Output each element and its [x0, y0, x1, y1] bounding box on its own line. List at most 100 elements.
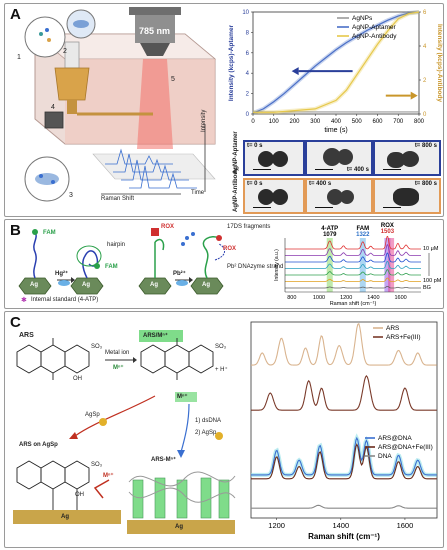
- x-tick-label: 200: [289, 119, 300, 125]
- device-number-3: 3: [69, 192, 73, 199]
- fragments-label: 17DS fragments: [227, 224, 271, 230]
- nanoparticle: [327, 189, 343, 205]
- legend-entry-0: AgNPs: [352, 15, 373, 22]
- legend-bottom-entry-2: DNA: [378, 453, 392, 460]
- nanoparticle: [401, 151, 419, 167]
- spectrum-raman-label: Raman Shift: [101, 196, 135, 202]
- oh-bottom: OH: [75, 492, 84, 498]
- mn-label: Mⁿ⁺: [113, 365, 124, 371]
- rox-label-2: ROX: [223, 246, 237, 252]
- spectrum-line-2: [285, 252, 421, 263]
- highlight-band-1: [359, 238, 366, 292]
- spectrum-line-5: [285, 277, 421, 282]
- ars-m-label: ARS/Mⁿ⁺: [143, 333, 168, 339]
- annotation-rox: ROX: [381, 223, 394, 229]
- tem-grid: AgNP-Aptamer AgNP-Antibody t= 0 s t= 400…: [231, 131, 441, 214]
- fam-label-2: FAM: [105, 264, 118, 270]
- nanoparticle: [272, 151, 288, 167]
- panel-b-schematic: ✱: [18, 228, 225, 304]
- x-tick-label: 1200: [268, 521, 285, 530]
- y2-axis-label: Intensity (kcps)-Antibody: [436, 24, 443, 102]
- fam-label-1: FAM: [43, 230, 56, 236]
- range-label-bottom: 100 pM: [423, 278, 441, 284]
- pb-ion-label: Pb²⁺: [173, 271, 186, 277]
- device-number-5: 5: [171, 76, 175, 83]
- annotation-1322: 1322: [356, 232, 370, 238]
- scale-bar: [383, 207, 401, 208]
- x-tick-label: 800: [287, 295, 296, 301]
- oh-left: OH: [73, 376, 82, 382]
- antibody-axis-arrowhead: [410, 91, 418, 100]
- spectrum-line-0: [285, 235, 421, 250]
- panel-a: A: [4, 3, 444, 217]
- x-tick-label: 600: [372, 119, 383, 125]
- y2-tick-label: 2: [423, 78, 427, 84]
- x-tick-label: 1400: [332, 521, 349, 530]
- ag-substrate-right: [127, 520, 235, 534]
- mn-complex-label: Mⁿ⁺: [177, 394, 188, 400]
- annotation-fam: FAM: [356, 226, 369, 232]
- svg-text:✱: ✱: [21, 296, 27, 304]
- step2-label: 2) AgSp: [195, 430, 217, 436]
- panel-b-label: B: [10, 222, 21, 239]
- nanoparticle: [393, 188, 419, 206]
- panel-c: C: [4, 311, 444, 548]
- nanoparticle: [387, 152, 405, 168]
- legend-entry-1: AgNP-Aptamer: [352, 24, 397, 31]
- plot-frame: [250, 321, 438, 519]
- x-tick-label: 300: [310, 119, 321, 125]
- tem-time-label: t= 0 s: [247, 143, 263, 149]
- y2-tick-label: 6: [423, 10, 427, 16]
- ag-label-2: Ag: [82, 282, 90, 288]
- agsp-label: AgSp: [85, 412, 100, 418]
- scale-bar: [315, 207, 333, 208]
- tem-antibody-t400: t= 400 s: [305, 178, 373, 214]
- tem-time-label: t= 800 s: [414, 143, 437, 149]
- series-line-2: [253, 11, 420, 113]
- zoom-bubble-1: [24, 16, 66, 58]
- y-tick-label: 4: [246, 71, 250, 77]
- range-label-top: 10 μM: [423, 246, 439, 252]
- x-tick-label: 1200: [340, 295, 352, 301]
- x-tick-label: 1000: [313, 295, 325, 301]
- highlight-band-0: [326, 238, 333, 292]
- spectrum-line-3: [285, 260, 421, 269]
- y-tick-label: 10: [242, 10, 249, 16]
- x-tick-label: 800: [414, 119, 425, 125]
- aptamer-axis-arrowhead: [291, 67, 299, 76]
- panel-c-schematic: [13, 330, 236, 534]
- tem-time-label: t= 0 s: [247, 181, 263, 187]
- series-line-2: [251, 436, 437, 476]
- series-line-0: [251, 322, 437, 366]
- x-tick-label: 500: [352, 119, 363, 125]
- tem-aptamer-t400: t= 400 s: [305, 140, 373, 176]
- x-tick-label: 400: [331, 119, 342, 125]
- panel-a-label: A: [10, 6, 21, 23]
- ars-label: ARS: [19, 332, 34, 339]
- ag-label-1: Ag: [30, 282, 38, 288]
- tem-time-label: t= 800 s: [414, 181, 437, 187]
- ag-substrate-left: [13, 510, 121, 524]
- nanoparticle: [258, 151, 274, 167]
- legend-bottom-entry-0: ARS@DNA: [378, 435, 412, 442]
- tem-antibody-t800: t= 800 s: [373, 178, 441, 214]
- scale-bar: [253, 169, 271, 170]
- tem-time-label: t= 400 s: [309, 181, 332, 187]
- rox-label-1: ROX: [161, 224, 175, 230]
- x-axis-label: Raman shift (cm⁻¹): [330, 301, 377, 306]
- scale-bar: [383, 169, 401, 170]
- nanoparticle: [337, 149, 353, 165]
- tem-antibody-t0: t= 0 s: [243, 178, 305, 214]
- x-tick-label: 100: [269, 119, 280, 125]
- hg-ion-label: Hg²⁺: [55, 271, 69, 277]
- series-line-1: [252, 11, 420, 114]
- spectrum-intensity-label: Intensity: [201, 109, 207, 132]
- y-tick-label: 2: [246, 92, 250, 98]
- y-tick-label: 6: [246, 51, 250, 57]
- legend-bottom-entry-1: ARS@DNA+Fe(III): [378, 444, 433, 451]
- x-tick-label: 1600: [394, 295, 406, 301]
- y2-tick-label: 0: [423, 112, 427, 118]
- h-ion-label: + H⁺: [215, 367, 228, 373]
- y-tick-label: 0: [246, 112, 250, 118]
